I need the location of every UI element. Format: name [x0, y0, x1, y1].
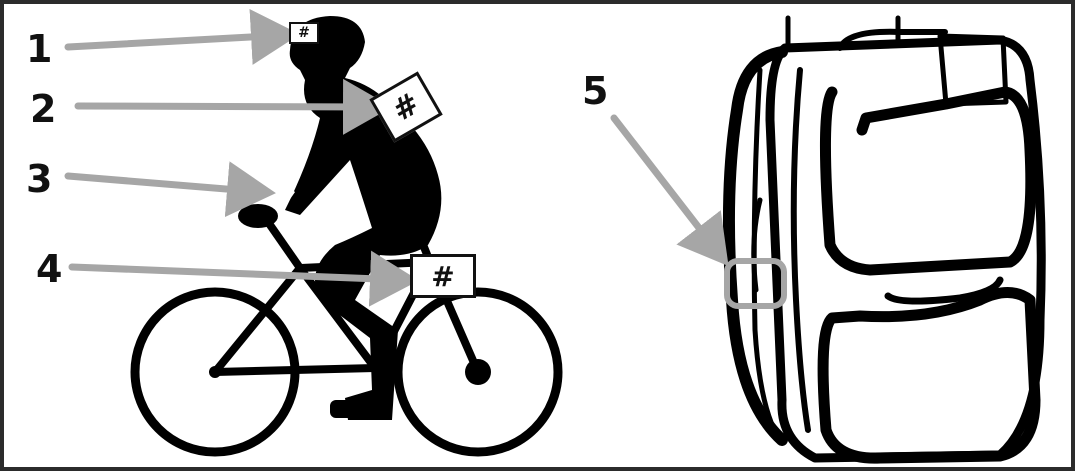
- callout-number-2: 2: [30, 90, 56, 128]
- callout-number-4: 4: [36, 250, 62, 288]
- helmet-number-tag: #: [289, 22, 319, 44]
- arrow-3: [68, 176, 262, 192]
- backpack-illustration: [729, 18, 1041, 458]
- callout-number-3: 3: [26, 160, 52, 198]
- saddle-number-tag: #: [410, 254, 476, 298]
- arrow-2: [78, 106, 378, 107]
- callout-number-5: 5: [582, 72, 608, 110]
- callout-number-1: 1: [26, 30, 52, 68]
- arrow-1: [68, 35, 286, 47]
- arrow-5: [614, 118, 720, 255]
